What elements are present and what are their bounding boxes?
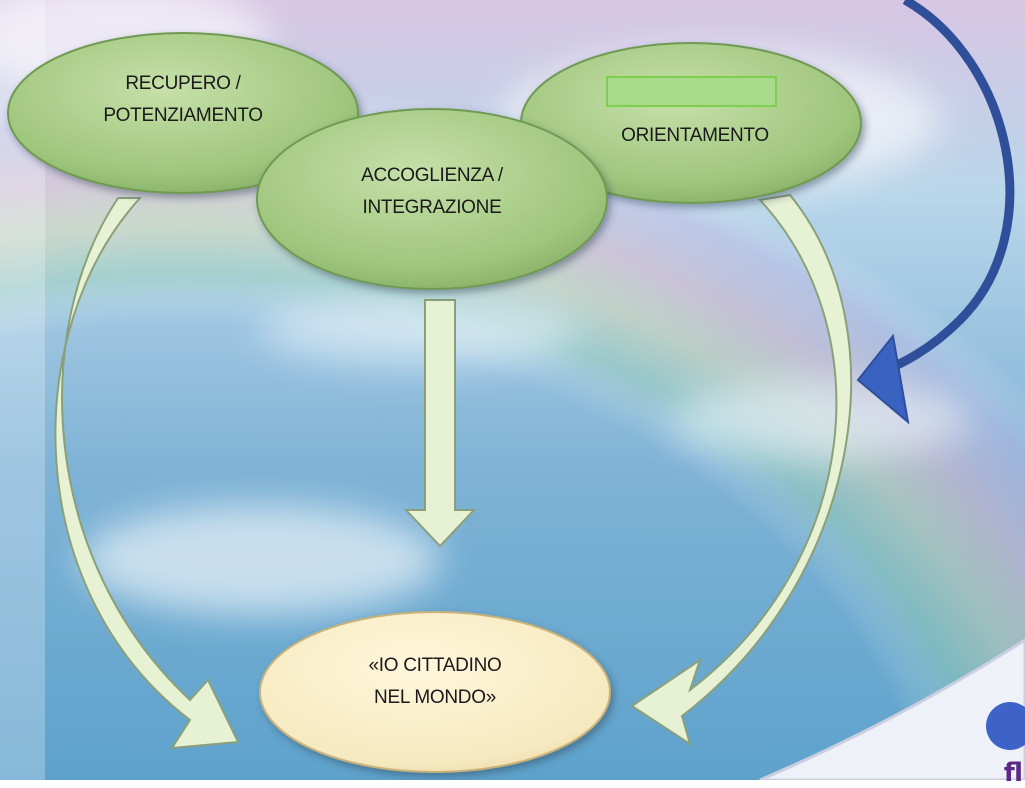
node-accoglienza-shape <box>256 108 608 290</box>
orientamento-placeholder-box <box>606 76 777 107</box>
node-recupero-line1: RECUPERO / <box>125 73 241 94</box>
node-cittadino-line1: «IO CITTADINO <box>368 655 502 676</box>
node-cittadino-shape <box>259 611 611 773</box>
corner-text: fl <box>1003 758 1023 788</box>
node-accoglienza-line1: ACCOGLIENZA / <box>361 165 503 186</box>
center-down-arrow <box>403 299 477 548</box>
left-curved-arrow <box>54 197 240 750</box>
blue-arrow-head <box>856 333 910 425</box>
right-curved-arrow <box>630 193 853 747</box>
node-recupero-shape <box>7 32 359 194</box>
node-cittadino-label: «IO CITTADINO NEL MONDO» <box>335 650 535 714</box>
node-orientamento-line1: ORIENTAMENTO <box>621 125 769 146</box>
node-accoglienza-line2: INTEGRAZIONE <box>362 197 502 218</box>
node-cittadino-line2: NEL MONDO» <box>374 687 496 708</box>
node-recupero-label: RECUPERO / POTENZIAMENTO <box>83 68 283 132</box>
blue-curved-arrow <box>878 0 1015 377</box>
node-accoglienza-label: ACCOGLIENZA / INTEGRAZIONE <box>332 160 532 224</box>
corner-decoration <box>759 638 1025 780</box>
node-recupero-line2: POTENZIAMENTO <box>103 105 263 126</box>
node-orientamento-label: ORIENTAMENTO <box>595 120 795 152</box>
corner-bullet <box>986 702 1025 750</box>
